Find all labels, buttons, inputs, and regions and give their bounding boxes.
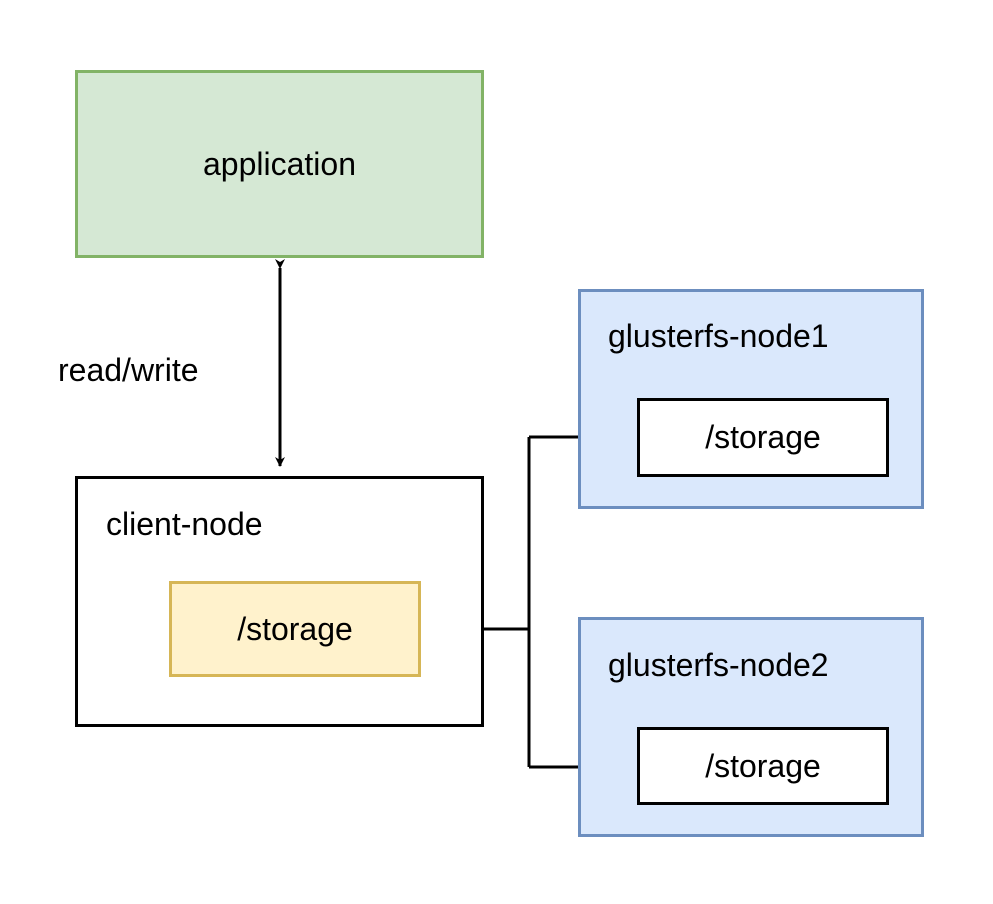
glusterfs-node1-storage-label: /storage (705, 419, 821, 455)
glusterfs-node2-storage-box[interactable]: /storage (637, 727, 889, 805)
client-storage-box[interactable]: /storage (169, 581, 421, 677)
glusterfs-node2-storage-label: /storage (705, 747, 821, 784)
application-label: application (203, 145, 356, 182)
application-box[interactable]: application (75, 70, 484, 258)
client-storage-label: /storage (237, 610, 353, 647)
glusterfs-node1-title: glusterfs-node1 (608, 318, 829, 354)
read-write-label: read/write (58, 352, 199, 388)
client-node-title: client-node (106, 506, 263, 542)
glusterfs-node1-storage-box[interactable]: /storage (637, 398, 889, 477)
glusterfs-node2-title: glusterfs-node2 (608, 647, 829, 683)
